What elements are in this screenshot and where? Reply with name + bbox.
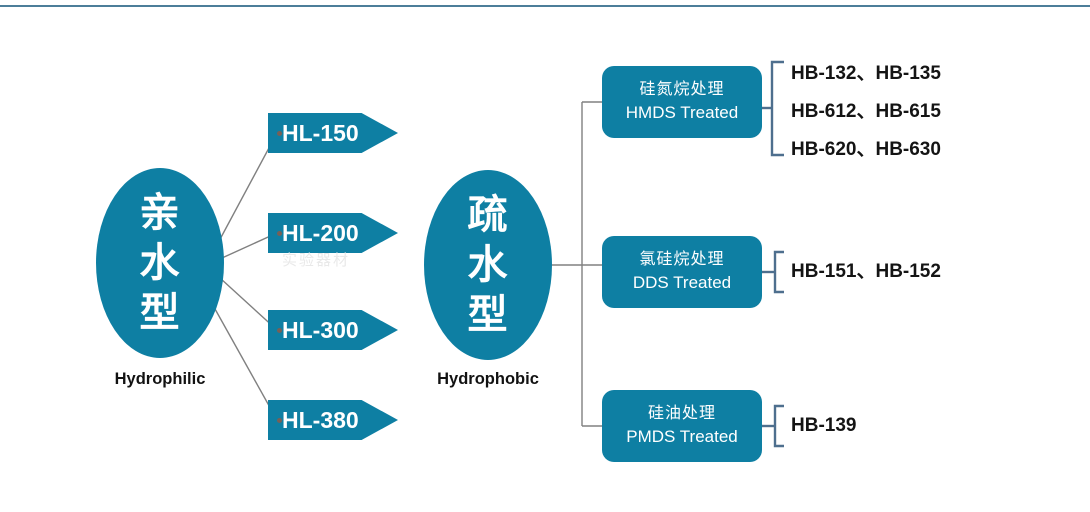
- branch-box-hmds[interactable]: 硅氮烷处理 HMDS Treated: [602, 66, 762, 138]
- grade-arrow-label: HL-380: [282, 406, 359, 433]
- node-hydrophobic[interactable]: 疏 水 型: [424, 170, 552, 360]
- node-hydrophilic-zh-text: 亲 水 型: [134, 188, 186, 338]
- product-line: HB-139: [791, 415, 857, 436]
- node-hydrophobic-char-1: 水: [467, 243, 509, 287]
- branch-box-en-label: PMDS Treated: [626, 427, 738, 446]
- grade-arrow-dot: [277, 231, 282, 236]
- product-line: HB-151、HB-152: [791, 261, 941, 282]
- product-line: HB-612、HB-615: [791, 101, 941, 122]
- grade-arrow-hl-150[interactable]: HL-150: [268, 113, 398, 153]
- grade-arrow-label: HL-150: [282, 119, 359, 146]
- product-list-dds: HB-151、HB-152: [791, 253, 941, 291]
- grade-arrow-label: HL-300: [282, 316, 359, 343]
- branch-box-zh-label: 硅油处理: [647, 405, 716, 422]
- grade-arrow-dot: [277, 418, 282, 423]
- node-hydrophilic-char-0: 亲: [139, 191, 181, 235]
- branch-box-zh-label: 硅氮烷处理: [639, 81, 725, 98]
- product-line: HB-620、HB-630: [791, 139, 941, 160]
- node-hydrophilic-char-2: 型: [139, 291, 181, 335]
- node-hydrophilic-char-1: 水: [139, 241, 181, 285]
- caption-hydrophobic: Hydrophobic: [437, 370, 539, 388]
- watermark-text: 实验器材: [282, 252, 351, 269]
- branch-box-pmds[interactable]: 硅油处理 PMDS Treated: [602, 390, 762, 462]
- branch-box-en-label: DDS Treated: [632, 273, 732, 292]
- grade-arrow-hl-380[interactable]: HL-380: [268, 400, 398, 440]
- grade-arrow-hl-200[interactable]: HL-200: [268, 213, 398, 253]
- grade-arrow-dot: [277, 328, 282, 333]
- grade-arrow-hl-300[interactable]: HL-300: [268, 310, 398, 350]
- grade-arrow-dot: [277, 131, 282, 136]
- node-hydrophobic-char-0: 疏: [467, 193, 509, 237]
- product-line: HB-132、HB-135: [791, 63, 941, 84]
- node-hydrophilic[interactable]: 亲 水 型: [96, 168, 224, 358]
- top-divider-rule: [0, 5, 1090, 7]
- branch-box-dds[interactable]: 氯硅烷处理 DDS Treated: [602, 236, 762, 308]
- node-hydrophobic-zh-text: 疏 水 型: [462, 190, 514, 340]
- branch-box-zh-label: 氯硅烷处理: [639, 251, 725, 268]
- product-list-pmds: HB-139: [791, 407, 856, 445]
- grade-arrow-label: HL-200: [282, 219, 359, 246]
- branch-box-en-label: HMDS Treated: [625, 103, 739, 122]
- product-list-hmds: HB-132、HB-135 HB-612、HB-615 HB-620、HB-63…: [791, 55, 941, 169]
- caption-hydrophilic: Hydrophilic: [114, 370, 206, 388]
- node-hydrophobic-char-2: 型: [467, 293, 509, 337]
